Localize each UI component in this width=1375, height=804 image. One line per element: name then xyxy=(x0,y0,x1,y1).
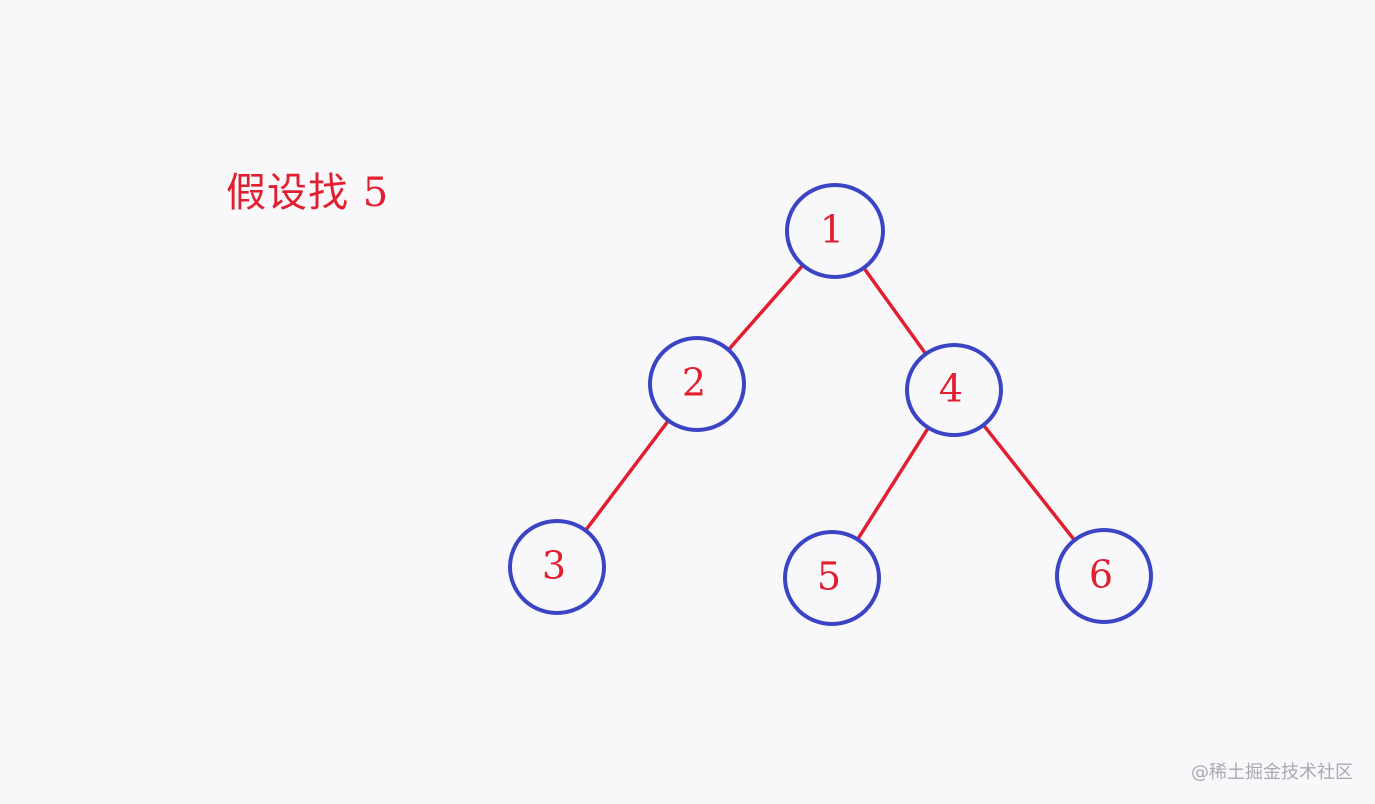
node-label: 5 xyxy=(817,555,841,599)
node-circle xyxy=(783,530,881,626)
node-label: 6 xyxy=(1089,553,1113,597)
tree-edge-n4-n6 xyxy=(981,423,1077,542)
tree-edge-n4-n5 xyxy=(855,425,931,542)
tree-edge-n2-n3 xyxy=(583,418,671,533)
node-label: 4 xyxy=(939,367,963,411)
tree-node-4: 4 xyxy=(905,343,1003,437)
tree-node-5: 5 xyxy=(783,530,881,626)
node-label: 2 xyxy=(682,361,706,405)
node-label: 3 xyxy=(542,544,566,588)
node-circle xyxy=(785,183,885,279)
node-circle xyxy=(648,336,746,432)
tree-node-2: 2 xyxy=(648,336,746,432)
tree-node-6: 6 xyxy=(1055,528,1153,624)
tree-edge-n1-n4 xyxy=(862,266,928,356)
diagram-caption: 假设找 5 xyxy=(226,170,390,216)
node-label: 1 xyxy=(820,208,844,252)
watermark: @稀土掘金技术社区 xyxy=(1191,762,1353,783)
node-circle xyxy=(508,519,606,615)
node-circle xyxy=(905,343,1003,437)
tree-node-1: 1 xyxy=(785,183,885,279)
tree-node-3: 3 xyxy=(508,519,606,615)
tree-edge-n1-n2 xyxy=(726,263,805,352)
node-circle xyxy=(1055,528,1153,624)
